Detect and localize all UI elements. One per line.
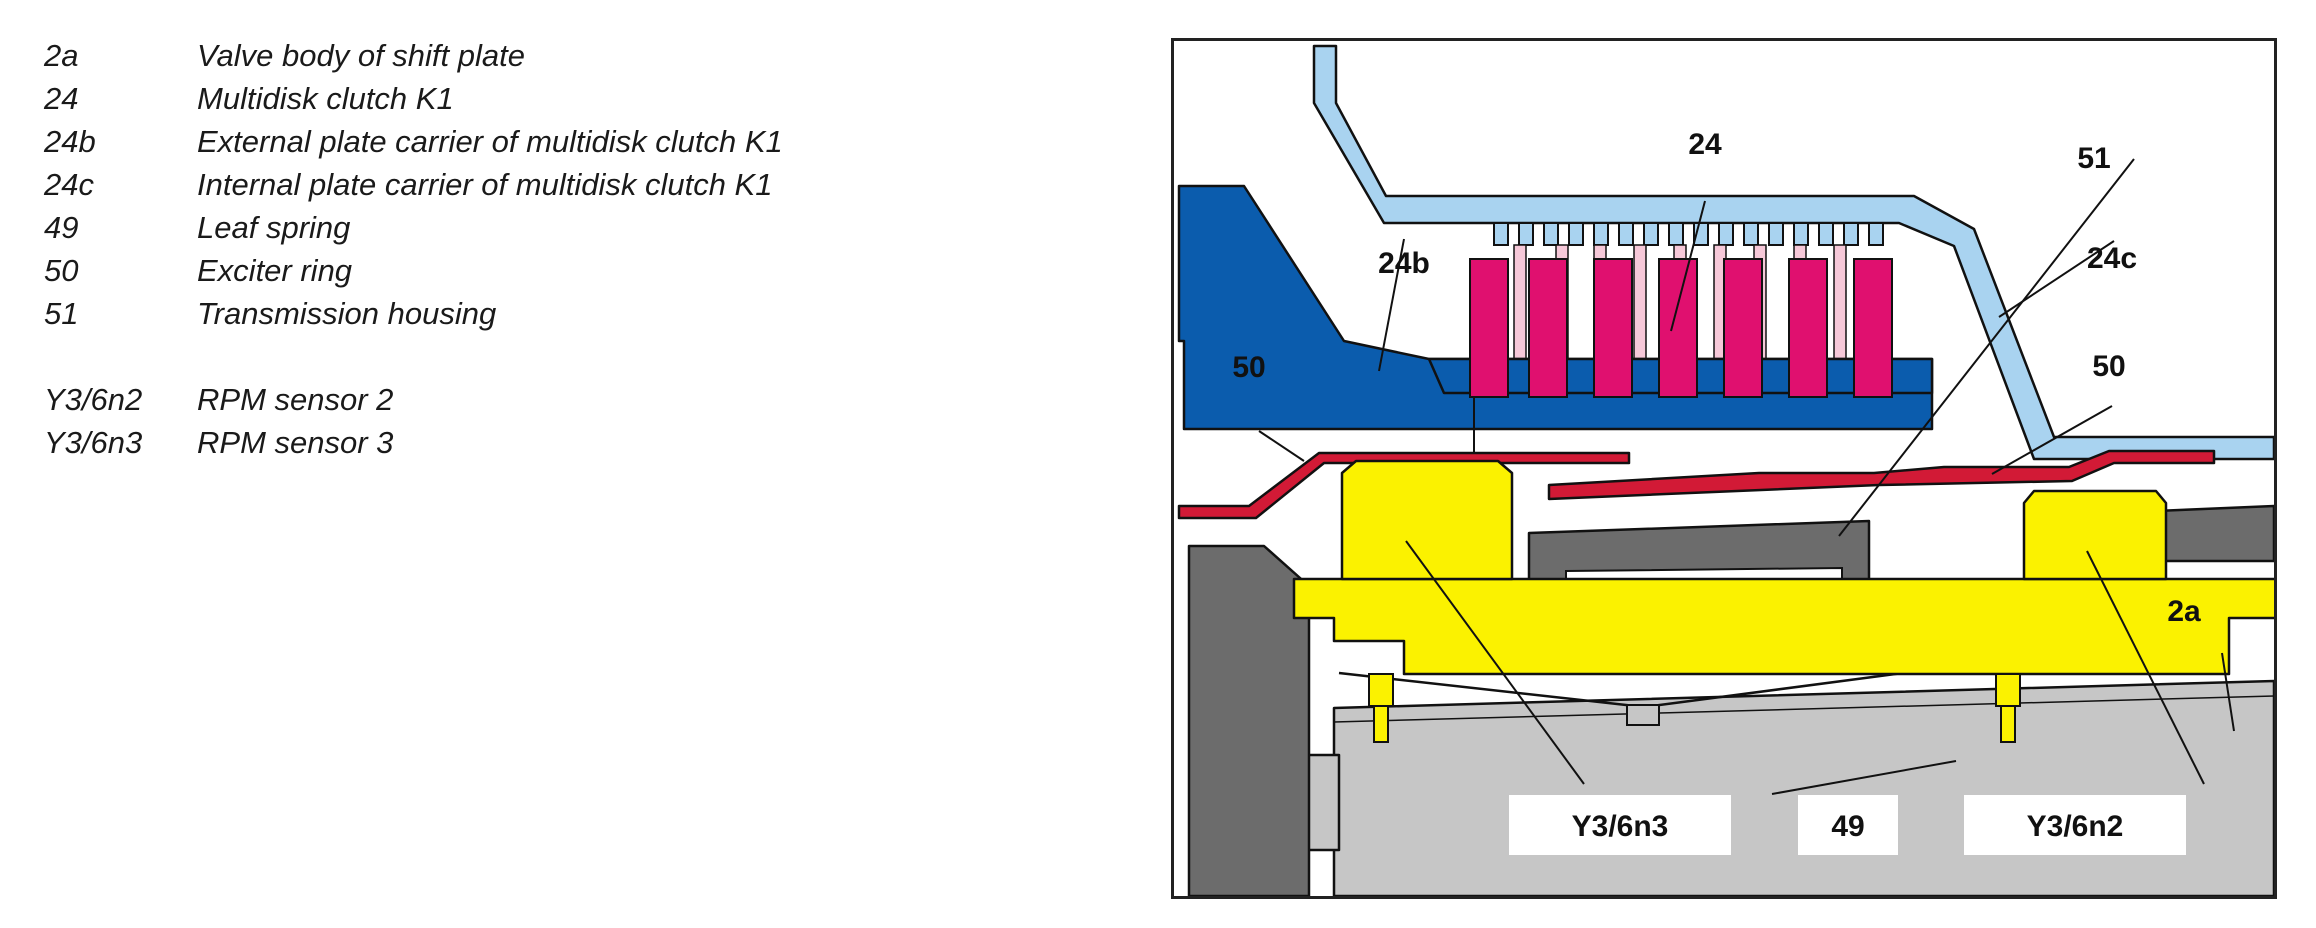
leader-2a: [2221, 652, 2235, 732]
legend: 2a Valve body of shift plate 24 Multidis…: [44, 34, 1124, 464]
callout-Y3-6n3: Y3/6n3: [1572, 810, 1669, 843]
legend-item: 49 Leaf spring: [44, 206, 1124, 249]
callout-50-left: 50: [1232, 351, 1265, 384]
callout-24c: 24c: [2087, 242, 2137, 275]
legend-item: 2a Valve body of shift plate: [44, 34, 1124, 77]
legend-description: Valve body of shift plate: [197, 38, 525, 73]
legend-description: RPM sensor 2: [197, 382, 394, 417]
label-box-49: [1798, 795, 1898, 855]
leader-24b: [1378, 238, 1405, 372]
callout-49: 49: [1831, 810, 1864, 843]
leader-24: [1670, 200, 1706, 332]
callout-51: 51: [2077, 142, 2110, 175]
sensor-base-plate: [1292, 577, 2274, 676]
callout-24b: 24b: [1378, 247, 1430, 280]
callout-2a: 2a: [2167, 595, 2201, 628]
rpm-sensor-2-body: [2022, 489, 2168, 581]
legend-item: 50 Exciter ring: [44, 249, 1124, 292]
leader-Y3-6n2: [2086, 550, 2205, 785]
legend-code: 2a: [44, 38, 79, 73]
legend-description: RPM sensor 3: [197, 425, 394, 460]
leader-49: [1771, 760, 1957, 795]
cross-section-drawing: 24 51 24b 24c 50 50 2a Y3/6n3 49 Y3/6n2: [1177, 44, 2274, 896]
leader-50-left: [1258, 430, 1305, 462]
legend-description: Transmission housing: [197, 296, 497, 331]
legend-item: Y3/6n2 RPM sensor 2: [44, 378, 1124, 421]
legend-item: 24c Internal plate carrier of multidisk …: [44, 163, 1124, 206]
legend-item: 24b External plate carrier of multidisk …: [44, 120, 1124, 163]
friction-disks: [1469, 258, 1893, 398]
legend-code: 24c: [44, 167, 94, 202]
leaf-spring-clip: [1626, 704, 1660, 726]
legend-item: 51 Transmission housing: [44, 292, 1124, 335]
mounting-studs: [1368, 673, 2021, 743]
carrier-teeth: [1493, 222, 1884, 246]
rpm-sensor-3-body: [1340, 459, 1514, 581]
leader-51: [1838, 158, 2135, 537]
legend-description: Exciter ring: [197, 253, 353, 288]
legend-description: Leaf spring: [197, 210, 351, 245]
legend-description: Internal plate carrier of multidisk clut…: [197, 167, 773, 202]
valve-body-edge: [1333, 695, 2274, 723]
legend-code: 50: [44, 253, 79, 288]
legend-code: 51: [44, 296, 79, 331]
callout-24: 24: [1688, 128, 1722, 161]
legend-description: External plate carrier of multidisk clut…: [197, 124, 783, 159]
legend-code: 24b: [44, 124, 96, 159]
exciter-ring-left: [1177, 451, 1631, 520]
transmission-housing-left: [1187, 544, 1311, 896]
legend-spacer: [44, 335, 1124, 378]
leader-50-right: [1991, 405, 2113, 475]
legend-code: Y3/6n2: [44, 382, 143, 417]
label-box-Y3-6n3: [1509, 795, 1731, 855]
callout-50-right: 50: [2092, 350, 2125, 383]
legend-item: 24 Multidisk clutch K1: [44, 77, 1124, 120]
label-box-Y3-6n2: [1964, 795, 2186, 855]
legend-item: Y3/6n3 RPM sensor 3: [44, 421, 1124, 464]
leader-24c: [1998, 240, 2115, 318]
leader-Y3-6n3: [1405, 540, 1585, 785]
legend-code: Y3/6n3: [44, 425, 143, 460]
cross-section-figure: 24 51 24b 24c 50 50 2a Y3/6n3 49 Y3/6n2: [1171, 38, 2277, 899]
legend-code: 24: [44, 81, 79, 116]
callout-Y3-6n2: Y3/6n2: [2027, 810, 2124, 843]
legend-description: Multidisk clutch K1: [197, 81, 454, 116]
legend-code: 49: [44, 210, 79, 245]
